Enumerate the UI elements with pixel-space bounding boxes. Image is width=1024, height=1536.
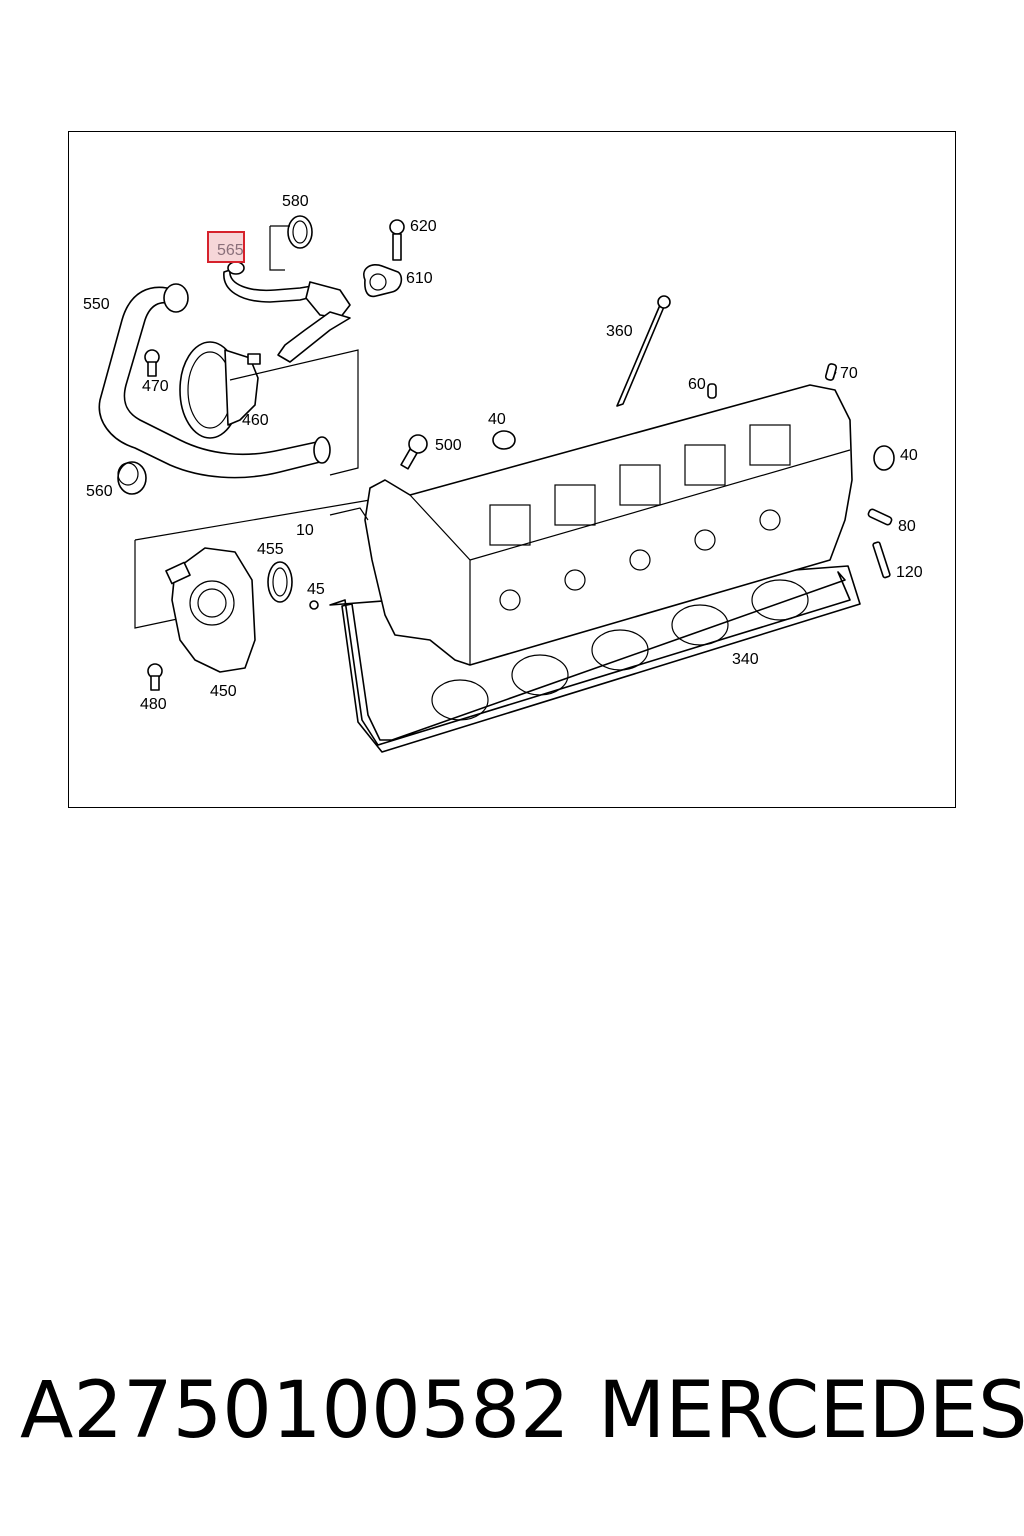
part-455-seal[interactable] xyxy=(267,561,293,603)
hose-565-branch xyxy=(277,311,351,363)
callout-450: 450 xyxy=(210,683,237,700)
gasket-bores xyxy=(431,579,809,721)
callout-455: 455 xyxy=(257,541,284,558)
part-45-pin[interactable] xyxy=(309,600,319,610)
callout-120: 120 xyxy=(896,564,923,581)
part-620-bolt[interactable] xyxy=(389,219,405,235)
part-60-dowel[interactable] xyxy=(707,383,717,399)
pump-460-port xyxy=(247,353,261,365)
part-70-dowel[interactable] xyxy=(824,363,838,381)
hose-565-end xyxy=(227,261,245,275)
callout-565-label: 565 xyxy=(217,242,244,259)
part-80-dowel[interactable] xyxy=(867,508,893,526)
part-360-bolt[interactable] xyxy=(616,301,667,407)
hose-550-outlet xyxy=(313,436,331,464)
hose-550-end xyxy=(163,283,189,313)
callout-360: 360 xyxy=(606,323,633,340)
callout-620: 620 xyxy=(410,218,437,235)
callout-10: 10 xyxy=(296,522,314,539)
callout-340: 340 xyxy=(732,651,759,668)
callout-610: 610 xyxy=(406,270,433,287)
part-120-stud[interactable] xyxy=(872,541,891,579)
leader-bracket-460 xyxy=(229,349,359,476)
callout-70: 70 xyxy=(840,365,858,382)
part-560-plug[interactable] xyxy=(117,461,147,495)
callout-460: 460 xyxy=(242,412,269,429)
part-580-clamp[interactable] xyxy=(287,215,313,249)
part-10-cylinder-head[interactable] xyxy=(364,384,853,666)
callout-80: 80 xyxy=(898,518,916,535)
product-footer: A2750100582 MERCEDES xyxy=(0,1372,1024,1472)
part-450-housing[interactable] xyxy=(171,547,256,673)
part-number: A2750100582 xyxy=(20,1366,570,1456)
cylinder-head-cam-towers xyxy=(489,424,791,611)
callout-580: 580 xyxy=(282,193,309,210)
callout-500: 500 xyxy=(435,437,462,454)
diagram-frame xyxy=(68,131,956,808)
callout-470: 470 xyxy=(142,378,169,395)
callout-560: 560 xyxy=(86,483,113,500)
brand-name: MERCEDES xyxy=(598,1366,1024,1456)
part-40-plug-right[interactable] xyxy=(873,445,895,471)
callout-550: 550 xyxy=(83,296,110,313)
part-500-bolt[interactable] xyxy=(408,434,428,454)
callout-45: 45 xyxy=(307,581,325,598)
callout-40-left: 40 xyxy=(488,411,506,428)
part-610-clip[interactable] xyxy=(363,264,403,298)
bolt-620-shank xyxy=(392,233,402,261)
part-40-plug-left[interactable] xyxy=(492,430,516,450)
callout-40-right: 40 xyxy=(900,447,918,464)
callout-480: 480 xyxy=(140,696,167,713)
callout-60: 60 xyxy=(688,376,706,393)
callout-565-highlight[interactable] xyxy=(207,231,245,263)
